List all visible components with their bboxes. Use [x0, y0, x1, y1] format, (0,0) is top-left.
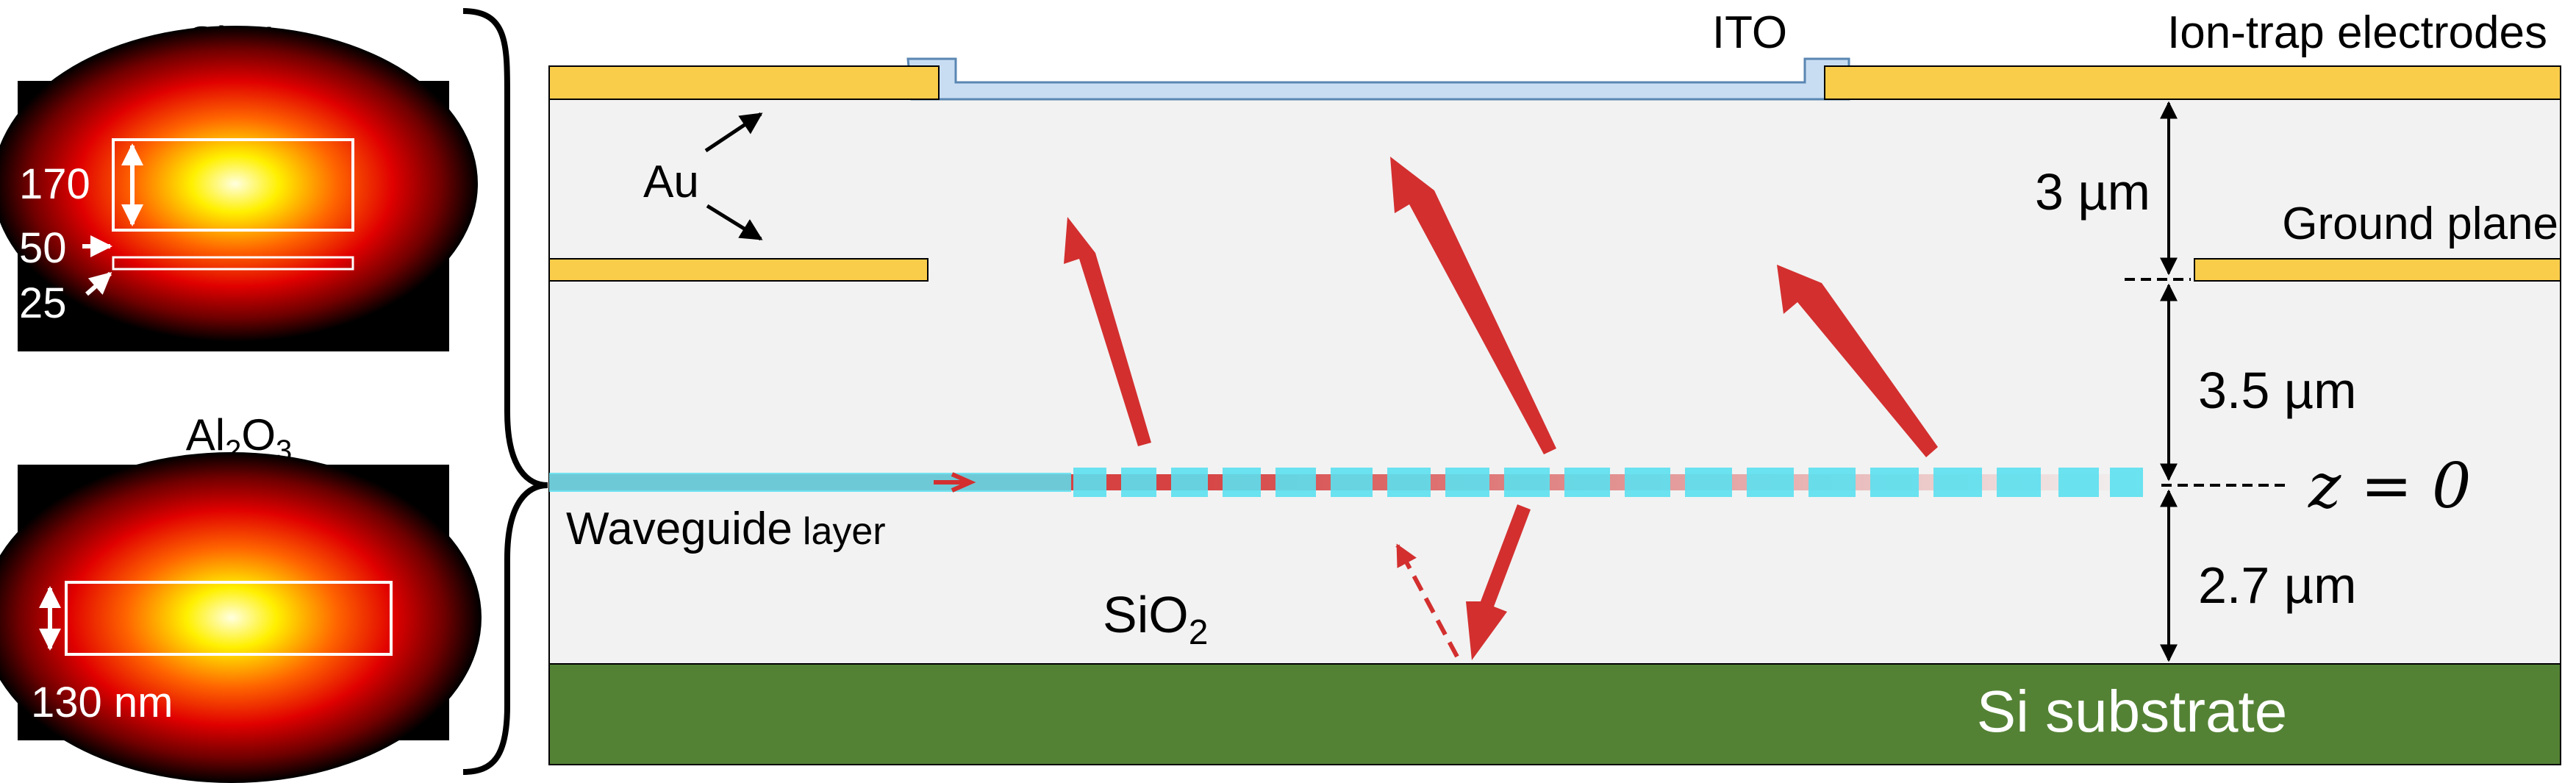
dim-2-7um: 2.7 µm	[2198, 557, 2356, 614]
al2o3-mode-profile: 130 nm	[0, 452, 482, 783]
ion-trap-electrode-left	[548, 65, 940, 100]
emission-arrow-3	[1777, 265, 1938, 457]
sio2-label: SiO2	[1103, 586, 1208, 652]
si3n4-layer-arrow	[85, 271, 112, 296]
dimension-lines	[2125, 101, 2290, 662]
guided-light-arrow	[934, 472, 976, 493]
emission-arrows	[1064, 157, 1938, 660]
al2o3-dim-core: 130 nm	[31, 679, 173, 726]
ground-plane-right	[2194, 258, 2561, 282]
ground-plane-label: Ground plane	[2282, 199, 2558, 249]
substrate-label: Si substrate	[1977, 679, 2287, 744]
si3n4-thin-layer-outline	[112, 256, 354, 271]
al2o3-core-outline	[65, 581, 393, 656]
sio2-cladding	[548, 99, 2561, 665]
si3n4-dim-gap: 50	[19, 224, 67, 272]
emission-arrow-2	[1390, 157, 1556, 454]
dim-3um: 3 µm	[2035, 163, 2150, 221]
ito-label: ITO	[1712, 7, 1787, 58]
ion-trap-electrode-right	[1824, 65, 2561, 100]
au-arrow-up	[704, 112, 763, 153]
si3n4-dim-core: 170	[19, 160, 90, 208]
z-zero-label: z = 0	[2308, 450, 2471, 522]
si3n4-dim-layer: 25	[19, 279, 67, 327]
ground-plane-left	[548, 258, 929, 282]
curly-brace	[462, 8, 548, 775]
waveguide-cyan-base	[549, 473, 1071, 492]
reflected-dashed-arrow	[1395, 543, 1459, 658]
ito-layer	[906, 57, 1850, 101]
si3n4-core-outline	[112, 138, 354, 232]
si3n4-mode-profile: 170 50 25	[0, 26, 478, 351]
emission-arrow-4	[1466, 504, 1531, 660]
si-substrate	[548, 663, 2561, 765]
au-arrow-down	[706, 204, 763, 241]
emission-arrow-1	[1064, 217, 1151, 446]
dim-3-5um: 3.5 µm	[2198, 362, 2356, 419]
grating-teeth	[1073, 468, 2143, 497]
ion-trap-electrodes-label: Ion-trap electrodes	[2167, 7, 2547, 58]
au-label: Au	[643, 157, 699, 207]
